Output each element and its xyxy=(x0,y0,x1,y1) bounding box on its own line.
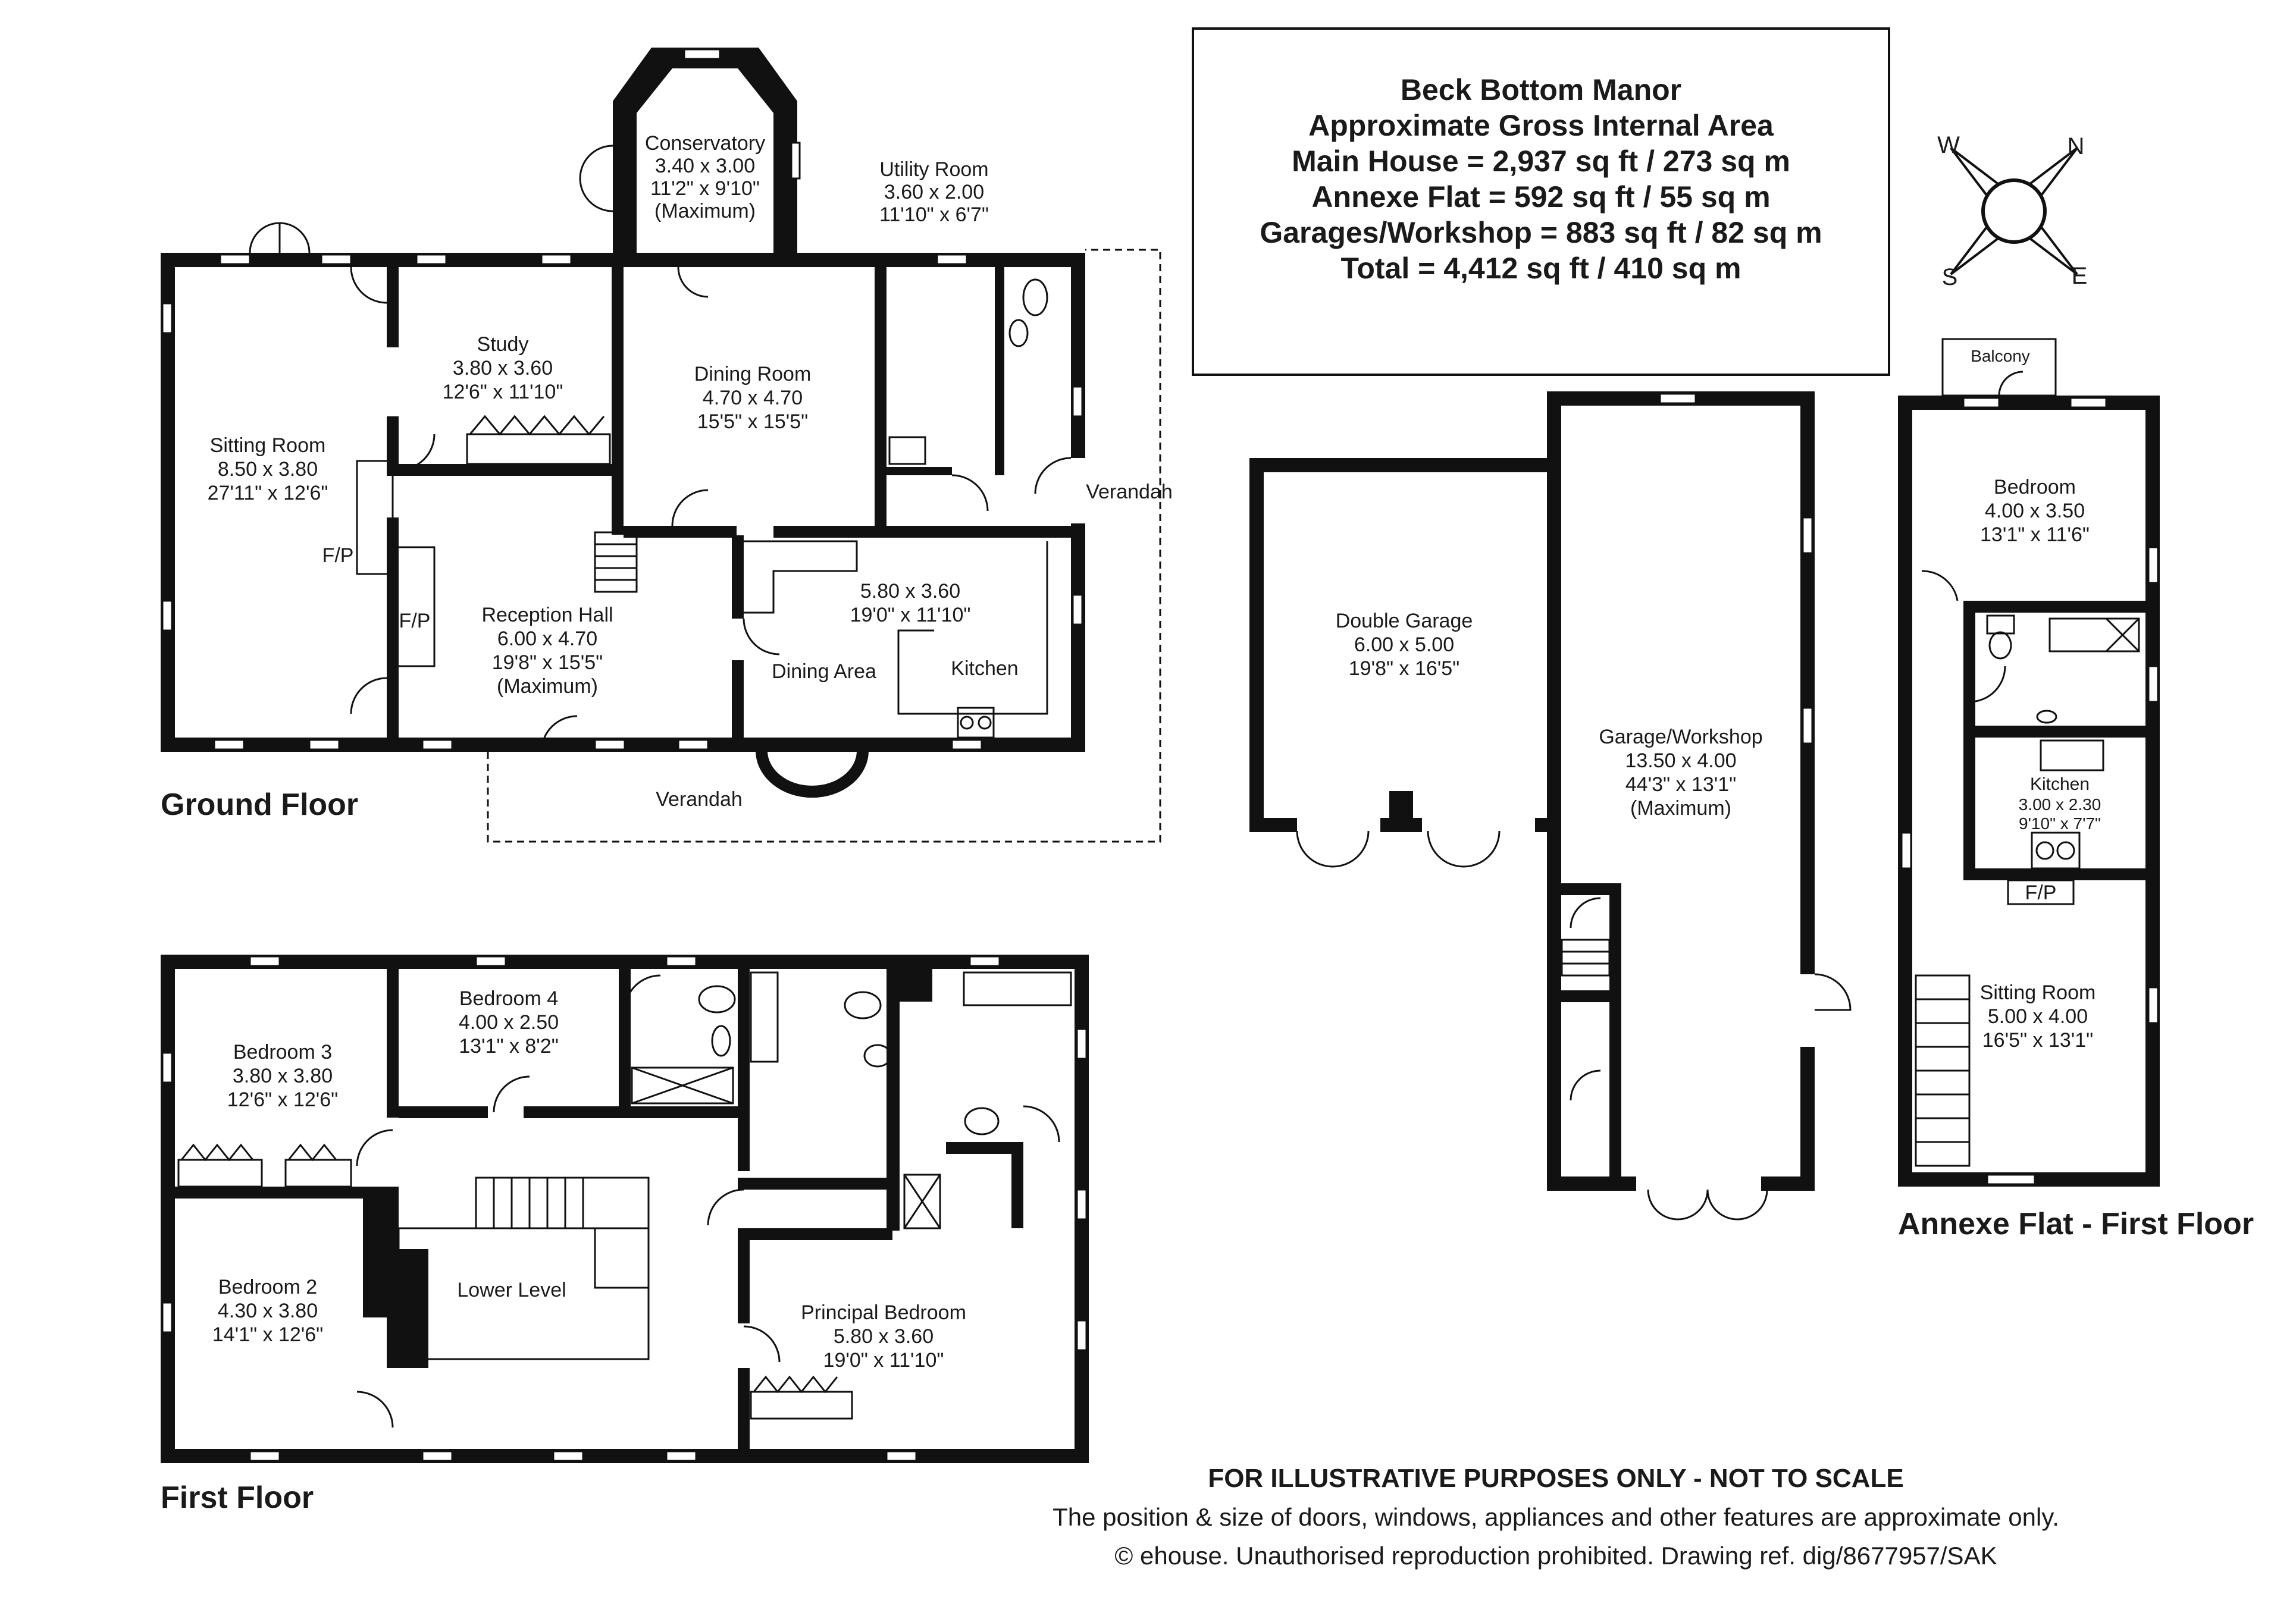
svg-text:Reception Hall: Reception Hall xyxy=(481,604,613,626)
annexe-floor-title: Annexe Flat - First Floor xyxy=(1898,1207,2254,1241)
svg-text:16'5" x 13'1": 16'5" x 13'1" xyxy=(1982,1029,2093,1052)
svg-text:6.00 x 5.00: 6.00 x 5.00 xyxy=(1354,633,1454,656)
disclaimer-footer: FOR ILLUSTRATIVE PURPOSES ONLY - NOT TO … xyxy=(1053,1464,2059,1570)
svg-text:12'6" x 11'10": 12'6" x 11'10" xyxy=(443,381,563,403)
svg-text:Utility Room: Utility Room xyxy=(879,158,988,181)
bedroom-4-label: Bedroom 4 4.00 x 2.50 13'1" x 8'2" xyxy=(459,987,559,1058)
principal-bedroom-label: Principal Bedroom 5.80 x 3.60 19'0" x 11… xyxy=(801,1301,966,1372)
svg-text:4.70 x 4.70: 4.70 x 4.70 xyxy=(703,387,803,409)
svg-text:15'5" x 15'5": 15'5" x 15'5" xyxy=(697,410,808,433)
garage-workshop-label: Garage/Workshop 13.50 x 4.00 44'3" x 13'… xyxy=(1599,726,1762,820)
svg-text:9'10" x 7'7": 9'10" x 7'7" xyxy=(2019,814,2101,833)
disclaimer-heading: FOR ILLUSTRATIVE PURPOSES ONLY - NOT TO … xyxy=(1208,1464,1903,1493)
dining-area-label: Dining Area xyxy=(772,660,876,683)
area-subtitle: Approximate Gross Internal Area xyxy=(1308,109,1774,142)
svg-text:4.00 x 2.50: 4.00 x 2.50 xyxy=(459,1011,559,1034)
balcony-label: Balcony xyxy=(1971,347,2030,365)
svg-text:3.40 x 3.00: 3.40 x 3.00 xyxy=(655,155,755,177)
compass-e: E xyxy=(2072,263,2088,289)
svg-text:Double Garage: Double Garage xyxy=(1336,610,1473,632)
svg-text:44'3" x 13'1": 44'3" x 13'1" xyxy=(1625,773,1736,796)
sitting-room-label: Sitting Room 8.50 x 3.80 27'11" x 12'6" xyxy=(208,434,328,504)
svg-text:19'0" x 11'10": 19'0" x 11'10" xyxy=(850,604,971,626)
bedroom-2-label: Bedroom 2 4.30 x 3.80 14'1" x 12'6" xyxy=(212,1276,323,1346)
bedroom-3-label: Bedroom 3 3.80 x 3.80 12'6" x 12'6" xyxy=(227,1041,338,1111)
svg-text:3.60 x 2.00: 3.60 x 2.00 xyxy=(884,181,984,203)
kitchen-dims-label: 5.80 x 3.60 19'0" x 11'10" xyxy=(850,580,971,626)
annexe-sitting-room-label: Sitting Room 5.00 x 4.00 16'5" x 13'1" xyxy=(1980,981,2096,1052)
svg-text:3.80 x 3.80: 3.80 x 3.80 xyxy=(233,1065,333,1087)
svg-text:Sitting Room: Sitting Room xyxy=(1980,981,2096,1004)
svg-text:8.50 x 3.80: 8.50 x 3.80 xyxy=(218,458,318,481)
svg-text:5.80 x 3.60: 5.80 x 3.60 xyxy=(834,1325,934,1348)
annexe-plan: Balcony F/P xyxy=(1898,338,2160,1187)
svg-text:13.50 x 4.00: 13.50 x 4.00 xyxy=(1625,749,1736,772)
double-garage-label: Double Garage 6.00 x 5.00 19'8" x 16'5" xyxy=(1336,610,1473,680)
area-garages: Garages/Workshop = 883 sq ft / 82 sq m xyxy=(1260,216,1822,249)
area-annexe: Annexe Flat = 592 sq ft / 55 sq m xyxy=(1311,180,1770,214)
ground-floor-title: Ground Floor xyxy=(161,788,358,822)
disclaimer-line: The position & size of doors, windows, a… xyxy=(1053,1503,2059,1531)
property-name: Beck Bottom Manor xyxy=(1401,73,1681,106)
svg-text:14'1" x 12'6": 14'1" x 12'6" xyxy=(212,1323,323,1346)
svg-text:Kitchen: Kitchen xyxy=(2030,774,2090,794)
compass-w: W xyxy=(1937,132,1960,158)
svg-text:4.30 x 3.80: 4.30 x 3.80 xyxy=(218,1300,318,1322)
copyright-line: © ehouse. Unauthorised reproduction proh… xyxy=(1114,1542,1997,1570)
svg-text:Dining Room: Dining Room xyxy=(694,363,812,385)
svg-text:Bedroom 4: Bedroom 4 xyxy=(459,987,558,1010)
svg-text:13'1" x 11'6": 13'1" x 11'6" xyxy=(1980,523,2090,546)
svg-text:Garage/Workshop: Garage/Workshop xyxy=(1599,726,1762,748)
svg-text:Conservatory: Conservatory xyxy=(645,132,765,155)
svg-text:Principal Bedroom: Principal Bedroom xyxy=(801,1301,966,1324)
svg-text:Sitting Room: Sitting Room xyxy=(210,434,326,457)
compass-s: S xyxy=(1942,264,1958,290)
fireplace-label-2: F/P xyxy=(399,610,431,632)
svg-text:(Maximum): (Maximum) xyxy=(497,675,598,698)
annexe-bedroom-label: Bedroom 4.00 x 3.50 13'1" x 11'6" xyxy=(1980,476,2090,546)
compass-n: N xyxy=(2068,133,2085,159)
svg-text:13'1" x 8'2": 13'1" x 8'2" xyxy=(459,1035,559,1058)
conservatory-label: Conservatory 3.40 x 3.00 11'2" x 9'10" (… xyxy=(645,132,765,222)
svg-text:27'11" x 12'6": 27'11" x 12'6" xyxy=(208,482,328,504)
svg-text:3.80 x 3.60: 3.80 x 3.60 xyxy=(453,357,553,379)
svg-text:Bedroom 2: Bedroom 2 xyxy=(218,1276,317,1298)
svg-text:(Maximum): (Maximum) xyxy=(1630,797,1731,820)
lower-level-label: Lower Level xyxy=(457,1279,566,1301)
svg-text:(Maximum): (Maximum) xyxy=(654,200,756,222)
svg-text:3.00 x 2.30: 3.00 x 2.30 xyxy=(2019,795,2101,814)
svg-text:12'6" x 12'6": 12'6" x 12'6" xyxy=(227,1088,338,1111)
garages-plan: Double Garage 6.00 x 5.00 19'8" x 16'5" … xyxy=(1249,391,1852,1221)
compass-icon: W N S E xyxy=(1937,132,2088,290)
first-floor-title: First Floor xyxy=(161,1480,314,1515)
verandah-front-label: Verandah xyxy=(656,788,743,811)
svg-text:4.00 x 3.50: 4.00 x 3.50 xyxy=(1985,500,2085,522)
dining-room-label: Dining Room 4.70 x 4.70 15'5" x 15'5" xyxy=(694,363,812,433)
verandah-side-label: Verandah xyxy=(1086,481,1173,503)
svg-text:6.00 x 4.70: 6.00 x 4.70 xyxy=(497,628,597,650)
area-main-house: Main House = 2,937 sq ft / 273 sq m xyxy=(1292,145,1790,178)
reception-hall-label: Reception Hall 6.00 x 4.70 19'8" x 15'5"… xyxy=(481,604,613,698)
kitchen-label: Kitchen xyxy=(951,657,1018,680)
svg-text:5.00 x 4.00: 5.00 x 4.00 xyxy=(1988,1005,2088,1028)
svg-text:Study: Study xyxy=(477,333,529,356)
fireplace-label-1: F/P xyxy=(322,544,354,567)
first-floor-plan: Bedroom 3 3.80 x 3.80 12'6" x 12'6" Bedr… xyxy=(161,955,1089,1463)
title-block: Beck Bottom Manor Approximate Gross Inte… xyxy=(1192,27,1890,376)
svg-text:Bedroom: Bedroom xyxy=(1994,476,2076,498)
area-total: Total = 4,412 sq ft / 410 sq m xyxy=(1341,252,1741,285)
svg-text:19'8" x 15'5": 19'8" x 15'5" xyxy=(492,651,603,674)
annexe-kitchen-label: Kitchen 3.00 x 2.30 9'10" x 7'7" xyxy=(2019,774,2101,833)
svg-text:11'2" x 9'10": 11'2" x 9'10" xyxy=(650,177,760,200)
svg-text:19'8" x 16'5": 19'8" x 16'5" xyxy=(1349,657,1459,680)
svg-text:5.80 x 3.60: 5.80 x 3.60 xyxy=(860,580,960,603)
annexe-fireplace-label: F/P xyxy=(2025,881,2057,904)
svg-text:11'10" x 6'7": 11'10" x 6'7" xyxy=(879,203,989,226)
study-label: Study 3.80 x 3.60 12'6" x 11'10" xyxy=(443,333,563,403)
svg-text:19'0" x 11'10": 19'0" x 11'10" xyxy=(823,1349,944,1372)
utility-room-label: Utility Room 3.60 x 2.00 11'10" x 6'7" xyxy=(879,158,989,226)
svg-text:Bedroom 3: Bedroom 3 xyxy=(233,1041,332,1063)
ground-floor-plan: Verandah Verandah Conservatory 3.40 x 3.… xyxy=(161,48,1173,843)
